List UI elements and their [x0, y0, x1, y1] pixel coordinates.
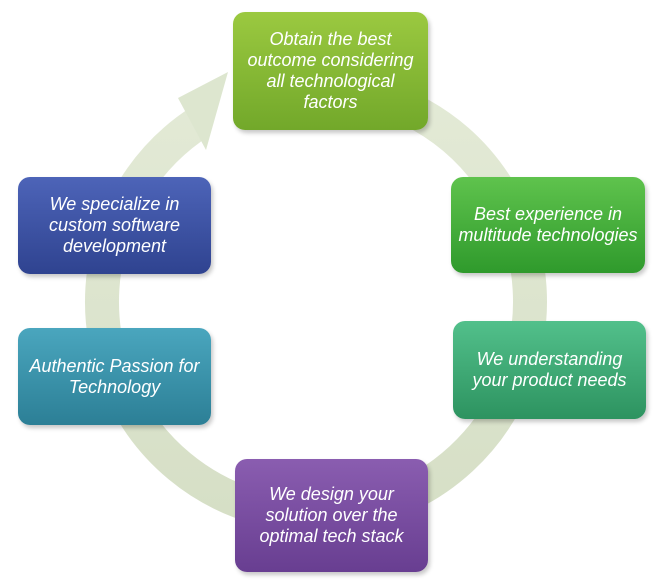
cycle-step-custom-software: We specialize in custom software develop… [18, 177, 211, 274]
cycle-step-text: Best experience in multitude technologie… [458, 204, 638, 245]
cycle-step-design-solution: We design your solution over the optimal… [235, 459, 428, 572]
cycle-step-best-experience: Best experience in multitude technologie… [451, 177, 645, 273]
cycle-ring [85, 71, 547, 533]
cycle-arrowhead-icon [178, 72, 228, 150]
cycle-step-understanding-needs: We understanding your product needs [453, 321, 646, 419]
cycle-step-obtain-best-outcome: Obtain the best outcome considering all … [233, 12, 428, 130]
cycle-step-text: We design your solution over the optimal… [259, 484, 404, 546]
cycle-step-text: We understanding your product needs [472, 349, 627, 390]
cycle-step-text: We specialize in custom software develop… [48, 194, 181, 256]
cycle-step-text: Obtain the best outcome considering all … [247, 29, 414, 112]
cycle-step-text: Authentic Passion for Technology [29, 355, 200, 397]
cycle-step-authentic-passion: Authentic Passion for Technology [18, 328, 211, 425]
